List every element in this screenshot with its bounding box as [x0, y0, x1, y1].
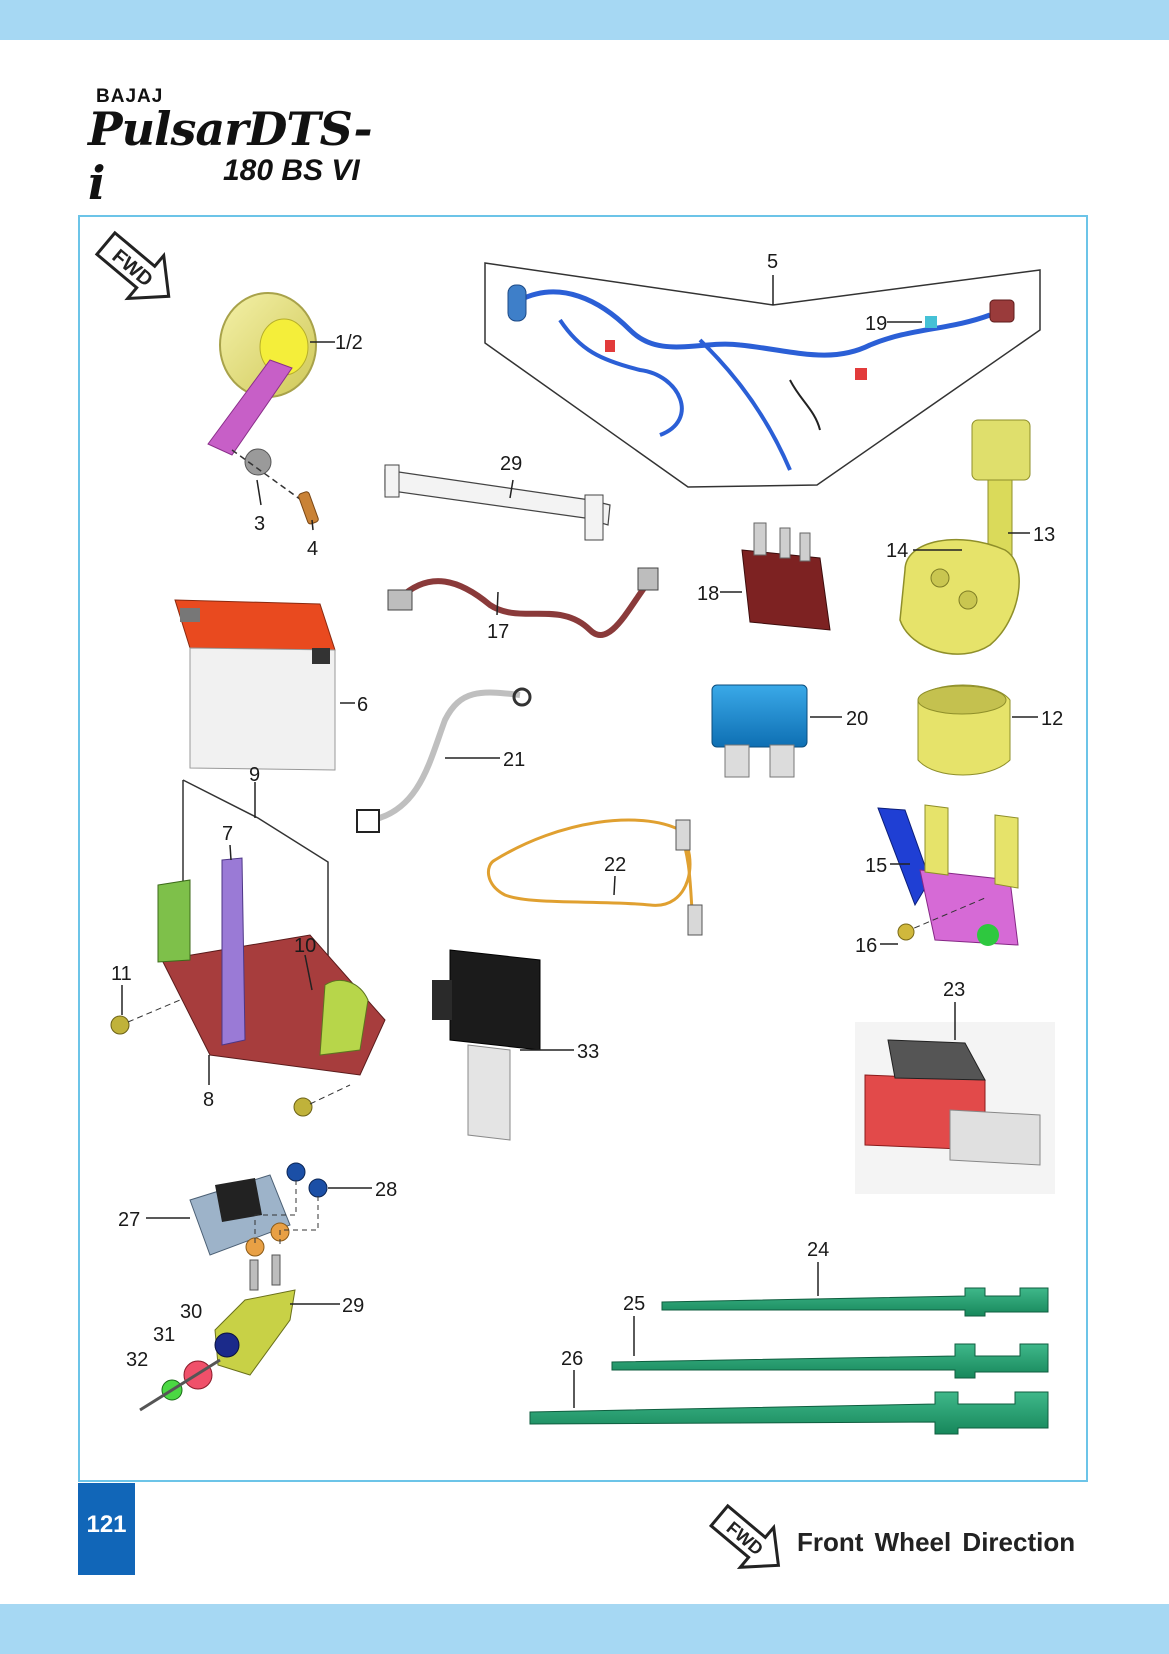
callout-17: 17 [487, 621, 509, 643]
lead-22 [486, 818, 703, 936]
callout-23: 23 [943, 979, 965, 1001]
callout-19: 19 [865, 313, 887, 335]
rubber-holder [917, 684, 1011, 776]
tray-assembly [110, 779, 386, 1117]
diagram-frame [78, 215, 1088, 1482]
relay-bracket [877, 804, 1019, 946]
callout-9: 9 [249, 764, 260, 786]
callout-22: 22 [604, 854, 626, 876]
bracket-29-lower [139, 1254, 296, 1412]
horn [207, 292, 319, 525]
callout-20: 20 [846, 708, 868, 730]
legend: FWD Front Wheel Direction [705, 1503, 1095, 1575]
battery-cable [387, 567, 659, 638]
callout-16: 16 [855, 935, 877, 957]
control-unit [189, 1162, 328, 1257]
bottom-band [0, 1604, 1169, 1654]
starter-relay [899, 419, 1031, 655]
brand-maker: BAJAJ [96, 86, 164, 107]
callout-5: 5 [767, 251, 778, 273]
battery [174, 599, 336, 771]
legend-label: Front Wheel Direction [797, 1527, 1076, 1557]
callout-31: 31 [153, 1324, 175, 1346]
cable-ties [529, 1287, 1049, 1435]
callout-4: 4 [307, 538, 318, 560]
callout-14: 14 [886, 540, 908, 562]
page-number: 121 [78, 1483, 135, 1575]
callout-24: 24 [807, 1239, 829, 1261]
wiring-harness [484, 262, 1041, 488]
callout-27: 27 [118, 1209, 140, 1231]
callout-leaders [121, 275, 1038, 1408]
callout-21: 21 [503, 749, 525, 771]
callout-18: 18 [697, 583, 719, 605]
bracket-29-upper [384, 464, 611, 541]
top-band [0, 0, 1169, 40]
callout-29-lower: 29 [342, 1295, 364, 1317]
callout-30: 30 [180, 1301, 202, 1323]
earth-cable [356, 687, 532, 833]
fuse [711, 684, 808, 778]
callout-3: 3 [254, 513, 265, 535]
brand-model: PulsarDTS-i [88, 102, 373, 210]
fwd-arrow-icon: FWD [94, 230, 171, 301]
callout-10: 10 [294, 935, 316, 957]
callout-13: 13 [1033, 524, 1055, 546]
callout-11: 11 [111, 963, 132, 985]
callout-33: 33 [577, 1041, 599, 1063]
callout-7: 7 [222, 823, 233, 845]
callout-26: 26 [561, 1348, 583, 1370]
brand-variant: 180 BS VI [223, 154, 360, 187]
callout-25: 25 [623, 1293, 645, 1315]
fwd-legend-icon: FWD [708, 1503, 781, 1569]
callout-6: 6 [357, 694, 368, 716]
callout-29-upper: 29 [500, 453, 522, 475]
callout-labels: 1/2 3 4 5 6 7 8 9 10 11 12 13 14 15 16 1… [111, 251, 1063, 1371]
relay-33 [432, 949, 541, 1141]
callout-15: 15 [865, 855, 887, 877]
callout-1-2: 1/2 [335, 332, 363, 354]
callout-28: 28 [375, 1179, 397, 1201]
brand-logo: BAJAJ PulsarDTS-i 180 BS VI [88, 86, 388, 210]
relay-18 [741, 522, 831, 631]
callout-8: 8 [203, 1089, 214, 1111]
callout-32: 32 [126, 1349, 148, 1371]
callout-12: 12 [1041, 708, 1063, 730]
flasher [855, 1022, 1055, 1194]
